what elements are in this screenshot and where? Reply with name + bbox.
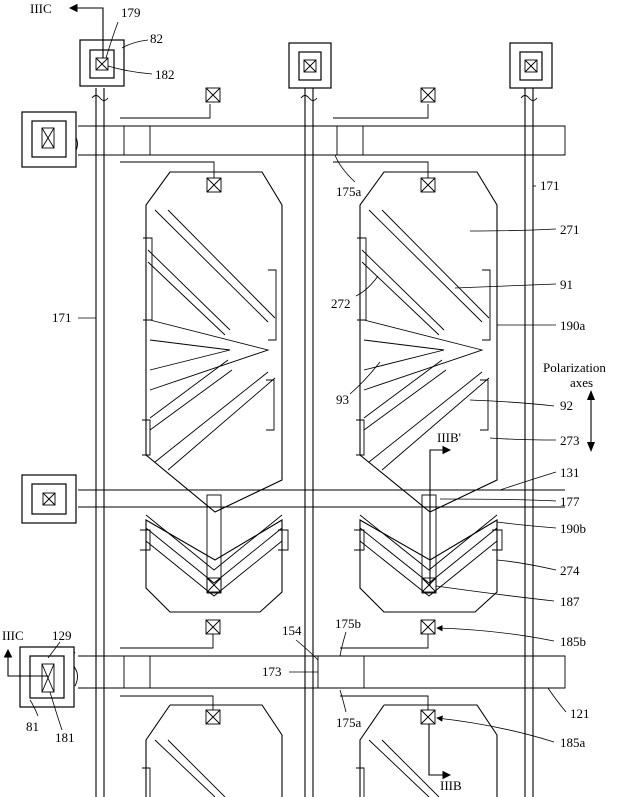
label-273: 273	[560, 433, 580, 448]
label-190b: 190b	[560, 521, 586, 536]
label-81: 81	[26, 719, 39, 734]
label-171-left: 171	[52, 310, 72, 325]
label-185b: 185b	[560, 634, 586, 649]
label-IIIB-prime: IIIB'	[437, 430, 461, 445]
label-175a-upper: 175a	[336, 184, 362, 199]
label-131: 131	[560, 465, 580, 480]
label-175b: 175b	[335, 616, 361, 631]
label-93: 93	[336, 392, 349, 407]
data-lines	[92, 88, 537, 797]
label-177: 177	[560, 494, 580, 509]
label-IIIC-bottom: IIIC	[2, 628, 24, 643]
reference-labels: IIIC 179 82 182 171 171 175a 271 272 91 …	[2, 1, 606, 793]
label-129: 129	[52, 628, 72, 643]
label-187: 187	[560, 594, 580, 609]
label-179: 179	[121, 5, 141, 20]
label-175a-lower: 175a	[336, 715, 362, 730]
label-82: 82	[150, 31, 163, 46]
label-IIIB: IIIB	[440, 778, 462, 793]
label-axes: axes	[570, 375, 593, 390]
label-121: 121	[570, 706, 590, 721]
label-173: 173	[262, 664, 282, 679]
label-271: 271	[560, 222, 580, 237]
gate-pads	[20, 112, 76, 707]
label-IIIC-top: IIIC	[30, 1, 52, 16]
label-polarization: Polarization	[543, 360, 606, 375]
label-91: 91	[560, 277, 573, 292]
label-181: 181	[55, 730, 75, 745]
data-pads	[80, 40, 552, 88]
label-92: 92	[560, 398, 573, 413]
label-272: 272	[331, 296, 351, 311]
label-171-right: 171	[540, 178, 560, 193]
label-182: 182	[155, 67, 175, 82]
label-154: 154	[282, 623, 302, 638]
label-185a: 185a	[560, 735, 586, 750]
left-pixel-electrode	[140, 172, 288, 797]
label-274: 274	[560, 563, 580, 578]
label-190a: 190a	[560, 318, 586, 333]
